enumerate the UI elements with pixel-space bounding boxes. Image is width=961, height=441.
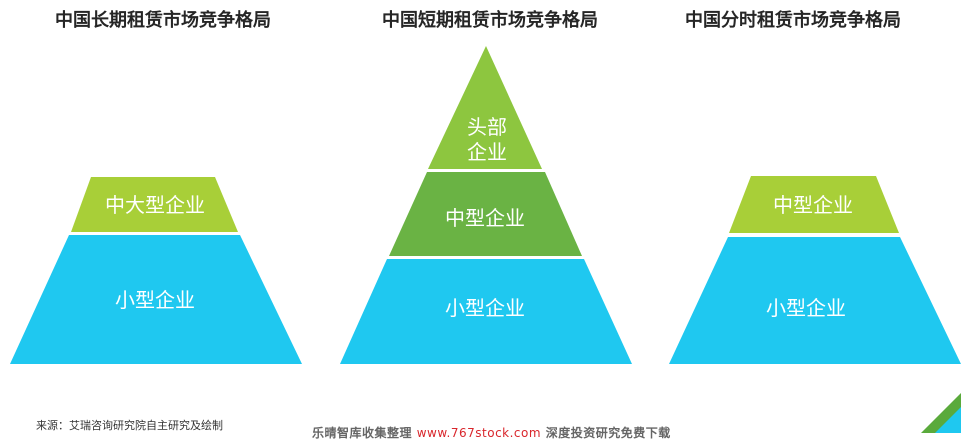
long-term-pyramid: 中大型企业 小型企业: [10, 177, 302, 364]
time-share-bottom-segment: [669, 237, 961, 364]
short-term-top-label-line1: 头部: [467, 115, 507, 139]
title-short-term: 中国短期租赁市场竞争格局: [382, 10, 598, 31]
long-term-top-label: 中大型企业: [105, 193, 205, 217]
watermark-prefix: 乐晴智库收集整理: [312, 426, 413, 440]
long-term-top-segment: [71, 177, 238, 232]
watermark-url[interactable]: www.767stock.com: [416, 426, 542, 440]
short-term-top-label-line2: 企业: [467, 140, 507, 164]
corner-logo-icon: [921, 393, 961, 433]
time-share-pyramid: 中型企业 小型企业: [669, 176, 961, 364]
time-share-top-segment: [729, 176, 899, 233]
title-time-share: 中国分时租赁市场竞争格局: [685, 10, 901, 31]
short-term-pyramid: 头部 企业 中型企业 小型企业: [340, 46, 632, 364]
watermark-suffix: 深度投资研究免费下载: [545, 426, 671, 440]
short-term-middle-label: 中型企业: [445, 206, 525, 230]
short-term-bottom-label: 小型企业: [445, 296, 525, 320]
title-long-term: 中国长期租赁市场竞争格局: [55, 10, 271, 31]
time-share-top-label: 中型企业: [773, 193, 853, 217]
long-term-bottom-segment: [10, 235, 302, 364]
short-term-bottom-segment: [340, 259, 632, 364]
short-term-middle-segment: [389, 172, 582, 256]
time-share-bottom-label: 小型企业: [766, 296, 846, 320]
long-term-bottom-label: 小型企业: [115, 288, 195, 312]
source-note: 来源：艾瑞咨询研究院自主研究及绘制: [36, 419, 223, 432]
short-term-top-segment: [428, 46, 542, 169]
